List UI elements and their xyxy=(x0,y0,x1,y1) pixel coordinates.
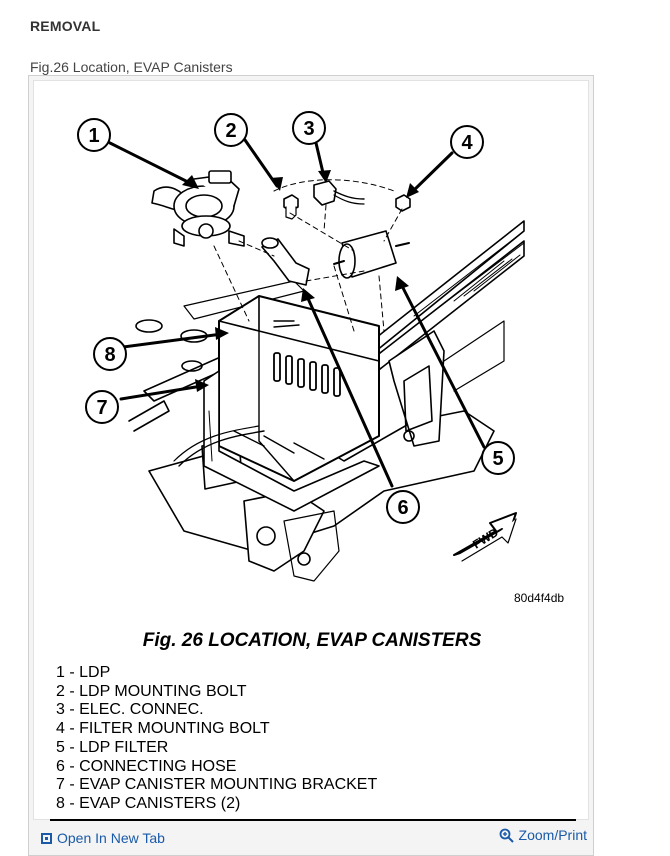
fwd-arrow-icon xyxy=(453,512,517,562)
figure-title: Fig. 26 LOCATION, EVAP CANISTERS xyxy=(142,630,482,651)
callout-2 xyxy=(214,113,248,147)
legend-item: 3 - ELEC. CONNEC. xyxy=(56,701,204,719)
canister-ribs xyxy=(273,352,341,397)
wiring-harness xyxy=(178,430,265,467)
legend-item: 2 - LDP MOUNTING BOLT xyxy=(56,682,247,700)
figure-toolbar: Open In New Tab Zoom/Print xyxy=(29,824,593,854)
figure-content: 1 2 3 4 5 6 7 8 FWD 80d4f4db Fig. 26 LOC… xyxy=(33,80,590,821)
callout-5 xyxy=(481,441,515,475)
figure-caption: Fig.26 Location, EVAP Canisters xyxy=(30,59,233,75)
zoom-print-link[interactable]: Zoom/Print xyxy=(499,827,587,843)
ldp-mounting-bolt xyxy=(283,194,299,220)
callout-6 xyxy=(386,490,420,524)
evap-canister-diagram[interactable]: 1 2 3 4 5 6 7 8 FWD xyxy=(34,81,590,621)
image-code: 80d4f4db xyxy=(514,591,565,605)
callout-3 xyxy=(292,111,326,145)
divider xyxy=(50,819,576,821)
legend-item: 7 - EVAP CANISTER MOUNTING BRACKET xyxy=(56,776,378,794)
callout-8 xyxy=(93,337,127,371)
callout-4 xyxy=(450,125,484,159)
legend-list: 1 - LDP 2 - LDP MOUNTING BOLT 3 - ELEC. … xyxy=(56,664,377,814)
legend-item: 1 - LDP xyxy=(56,664,111,681)
open-in-new-tab-icon xyxy=(41,832,52,844)
electrical-connector xyxy=(313,180,365,206)
callout-label-4: 4 xyxy=(461,132,473,154)
callout-7 xyxy=(85,390,119,424)
section-title: REMOVAL xyxy=(30,18,101,34)
callout-label-5: 5 xyxy=(492,448,503,470)
connecting-hose xyxy=(261,237,310,286)
mounting-bracket xyxy=(203,370,380,512)
open-in-new-tab-label: Open In New Tab xyxy=(57,830,165,846)
legend-item: 6 - CONNECTING HOSE xyxy=(56,757,237,775)
callout-label-1: 1 xyxy=(88,125,99,147)
figure-frame: 1 2 3 4 5 6 7 8 FWD 80d4f4db Fig. 26 LOC… xyxy=(28,75,594,856)
callout-1 xyxy=(77,118,111,152)
open-in-new-tab-link[interactable]: Open In New Tab xyxy=(41,830,165,846)
callout-label-8: 8 xyxy=(104,344,115,366)
legend-item: 8 - EVAP CANISTERS (2) xyxy=(56,794,241,812)
callout-label-6: 6 xyxy=(397,497,408,519)
zoom-in-icon xyxy=(499,828,514,843)
callout-label-2: 2 xyxy=(225,120,236,142)
bracket-right xyxy=(388,330,445,447)
callout-markers xyxy=(77,111,515,524)
chassis-hole xyxy=(135,319,163,333)
zoom-print-label: Zoom/Print xyxy=(518,827,587,843)
filter-mounting-bolt xyxy=(395,194,411,212)
evap-canister-box xyxy=(218,295,380,482)
ldp-pump xyxy=(151,170,245,247)
ldp-filter xyxy=(333,230,410,279)
callout-label-7: 7 xyxy=(96,397,107,419)
legend-item: 4 - FILTER MOUNTING BOLT xyxy=(56,720,270,738)
callout-label-3: 3 xyxy=(303,118,314,140)
legend-item: 5 - LDP FILTER xyxy=(56,738,169,756)
